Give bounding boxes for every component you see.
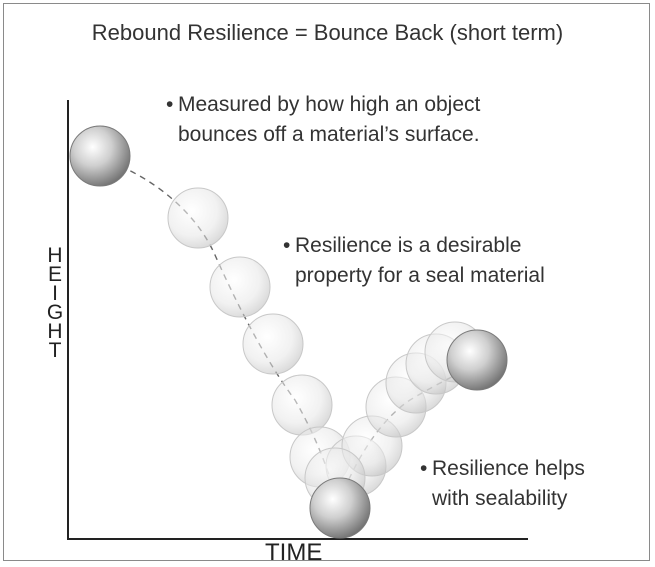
- ghost-ball: [271, 374, 333, 436]
- bullet-text-line1: Resilience is a desirable: [295, 234, 522, 257]
- solid-ball: [69, 125, 131, 187]
- ghost-ball: [242, 313, 304, 375]
- bullet-sealability: •Resilience helps with sealability: [420, 454, 640, 514]
- bullet-dot: •: [420, 457, 428, 480]
- bullet-text-line2: bounces off a material’s surface.: [178, 123, 480, 146]
- bullet-desirable: •Resilience is a desirable property for …: [283, 231, 623, 291]
- bullet-dot: •: [283, 234, 291, 257]
- y-axis-label: H E I G H T: [46, 244, 64, 362]
- bullet-text-line1: Measured by how high an object: [178, 93, 481, 116]
- bullet-text-line2: property for a seal material: [295, 264, 545, 287]
- ghost-ball: [209, 256, 271, 318]
- bullet-dot: •: [166, 93, 174, 116]
- bullet-text-line2: with sealability: [432, 487, 568, 510]
- diagram-title: Rebound Resilience = Bounce Back (short …: [91, 20, 564, 45]
- ghost-ball: [167, 187, 229, 249]
- solid-ball: [309, 477, 371, 539]
- bullet-text-line1: Resilience helps: [432, 457, 585, 480]
- x-axis-label: TIME: [265, 539, 323, 566]
- solid-ball: [446, 329, 508, 391]
- bullet-measured: •Measured by how high an object bounces …: [166, 90, 586, 150]
